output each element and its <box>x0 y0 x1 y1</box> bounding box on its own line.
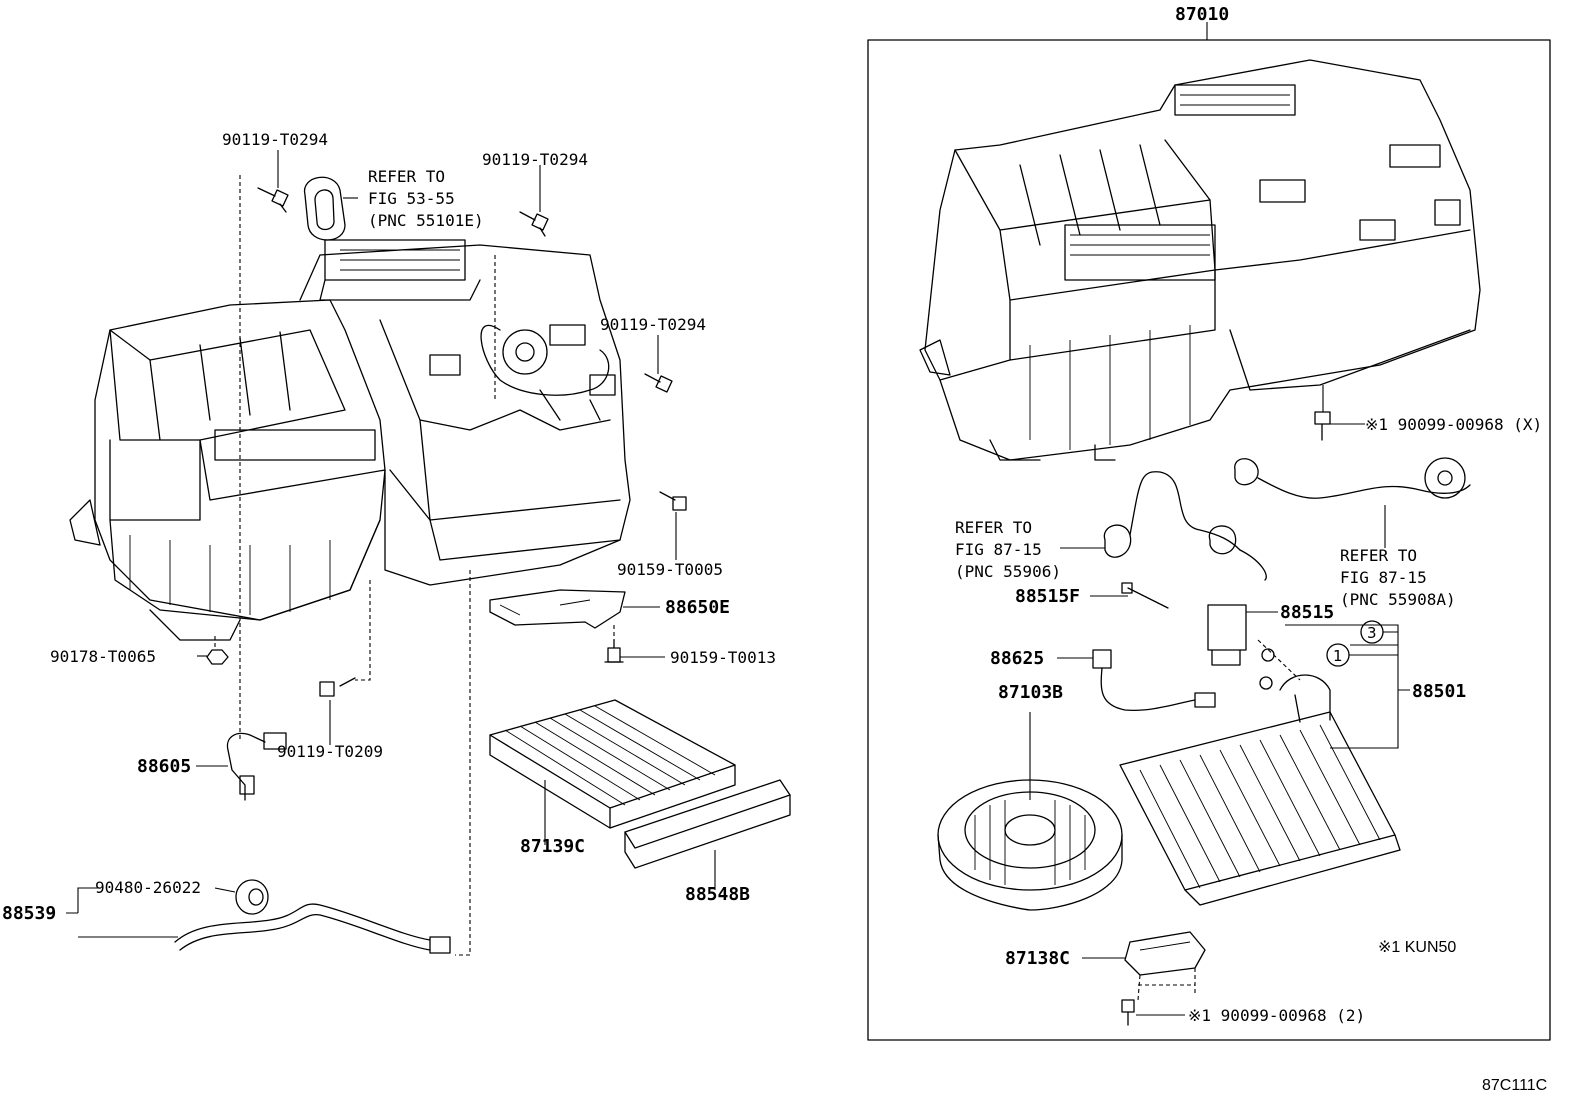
label-footnote-kun50: ※1 KUN50 <box>1378 939 1456 956</box>
ref-87-15b-line1: REFER TO <box>1340 546 1417 565</box>
label-88548b: 88548B <box>685 884 750 905</box>
ref-87-15a-line3: (PNC 55906) <box>955 562 1061 581</box>
label-90119-r: 90119-T0294 <box>600 315 706 334</box>
label-88625: 88625 <box>990 648 1044 669</box>
leader-lines-left <box>66 150 716 938</box>
label-figure-id: 87C111C <box>1482 1077 1547 1094</box>
ref-87-15b-line3: (PNC 55908A) <box>1340 590 1456 609</box>
label-88501: 88501 <box>1412 681 1466 702</box>
label-assy-87010: 87010 <box>1175 4 1229 25</box>
label-screw-x: ※1 90099-00968 (X) <box>1365 415 1542 434</box>
ref-53-55-line3: (PNC 55101E) <box>368 211 484 230</box>
fasteners-left <box>174 176 791 954</box>
circled-1-digit: 1 <box>1333 647 1343 665</box>
heater-unit-drawing-left <box>69 239 631 641</box>
label-88605: 88605 <box>137 756 191 777</box>
ref-note-fig-87-15-b: REFER TO FIG 87-15 (PNC 55908A) <box>1340 546 1456 609</box>
label-screw-2: ※1 90099-00968 (2) <box>1188 1006 1365 1025</box>
label-88515: 88515 <box>1280 602 1334 623</box>
circled-3-digit: 3 <box>1367 624 1377 642</box>
label-90178-t0065: 90178-T0065 <box>50 647 156 666</box>
label-88515f: 88515F <box>1015 586 1080 607</box>
ref-87-15b-line2: FIG 87-15 <box>1340 568 1427 587</box>
label-90119-tc: 90119-T0294 <box>482 150 588 169</box>
ref-87-15a-line2: FIG 87-15 <box>955 540 1042 559</box>
callout-labels: 87010 90119-T0294 90119-T0294 90119-T029… <box>2 4 1547 1094</box>
locator-lines-left <box>214 175 615 956</box>
assembly-box <box>867 22 1551 1041</box>
label-90159-t0013: 90159-T0013 <box>670 648 776 667</box>
label-87138c: 87138C <box>1005 948 1070 969</box>
ref-note-fig-53-55: REFER TO FIG 53-55 (PNC 55101E) <box>368 167 484 230</box>
parts-right <box>937 385 1471 1026</box>
heater-unit-drawing-right <box>919 59 1481 461</box>
label-88539: 88539 <box>2 903 56 924</box>
label-88650e: 88650E <box>665 597 730 618</box>
label-90159-t0005: 90159-T0005 <box>617 560 723 579</box>
ref-53-55-line2: FIG 53-55 <box>368 189 455 208</box>
ref-87-15a-line1: REFER TO <box>955 518 1032 537</box>
label-87103b: 87103B <box>998 682 1063 703</box>
label-90119-t0209: 90119-T0209 <box>277 742 383 761</box>
label-90119-tl: 90119-T0294 <box>222 130 328 149</box>
ref-53-55-line1: REFER TO <box>368 167 445 186</box>
ref-note-fig-87-15-a: REFER TO FIG 87-15 (PNC 55906) <box>955 518 1061 581</box>
label-87139c: 87139C <box>520 836 585 857</box>
label-90480-26022: 90480-26022 <box>95 878 201 897</box>
